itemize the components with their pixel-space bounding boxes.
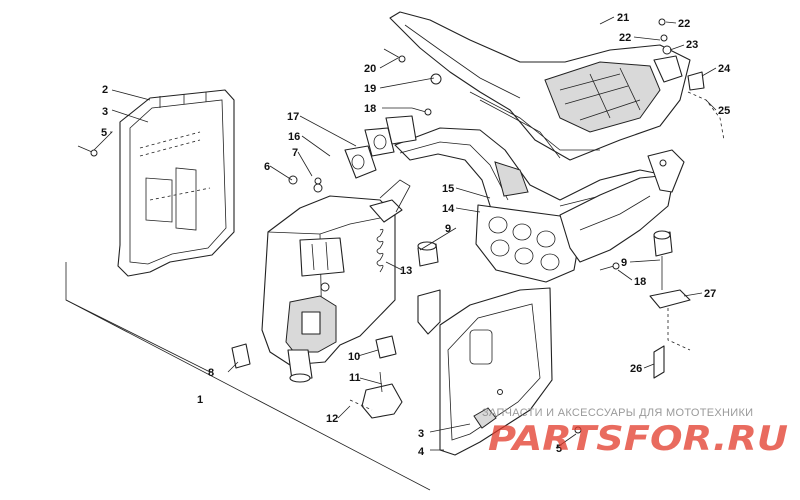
callout-11: 11 bbox=[349, 372, 361, 384]
callout-2: 2 bbox=[102, 84, 108, 96]
callout-12: 12 bbox=[326, 413, 338, 425]
grommet-10 bbox=[375, 335, 397, 359]
rubber-mount-9 bbox=[417, 241, 441, 335]
watermark: ЗАПЧАСТИ И АКСЕССУАРЫ ДЛЯ МОТОТЕХНИКИ PA… bbox=[482, 407, 788, 459]
callout-9: 9 bbox=[621, 257, 627, 269]
callout-22: 22 bbox=[678, 18, 690, 30]
leader-lines bbox=[65, 16, 717, 491]
bracket-26 bbox=[653, 345, 665, 379]
callout-19: 19 bbox=[364, 83, 376, 95]
callout-1: 1 bbox=[197, 394, 203, 406]
callout-5: 5 bbox=[556, 443, 562, 455]
callout-18: 18 bbox=[634, 276, 646, 288]
callout-24: 24 bbox=[718, 63, 731, 75]
callout-4: 4 bbox=[418, 446, 425, 458]
callout-22: 22 bbox=[619, 32, 631, 44]
callout-8: 8 bbox=[208, 367, 214, 379]
callout-23: 23 bbox=[686, 39, 698, 51]
callout-5: 5 bbox=[101, 127, 107, 139]
callout-27: 27 bbox=[704, 288, 716, 300]
callout-7: 7 bbox=[292, 147, 298, 159]
callout-20: 20 bbox=[364, 63, 376, 75]
bracket-27 bbox=[649, 289, 691, 351]
callout-17: 17 bbox=[287, 111, 299, 123]
callout-3: 3 bbox=[102, 106, 108, 118]
callout-26: 26 bbox=[630, 363, 642, 375]
callout-10: 10 bbox=[348, 351, 360, 363]
clip-24 bbox=[687, 71, 705, 91]
muffler bbox=[261, 179, 411, 383]
watermark-tagline: ЗАПЧАСТИ И АКСЕССУАРЫ ДЛЯ МОТОТЕХНИКИ bbox=[482, 407, 753, 419]
exhaust-manifold bbox=[559, 149, 685, 263]
callout-25: 25 bbox=[718, 105, 730, 117]
callout-14: 14 bbox=[442, 203, 455, 215]
spring bbox=[376, 228, 384, 273]
callout-16: 16 bbox=[288, 131, 300, 143]
hose-12 bbox=[349, 399, 373, 411]
callout-numbers: 1 2 3 3 4 5 5 6 7 8 9 9 10 11 12 13 14 1… bbox=[101, 12, 731, 458]
gasket-16-17 bbox=[344, 115, 417, 179]
callout-6: 6 bbox=[264, 161, 270, 173]
heat-shield-upper bbox=[117, 89, 235, 277]
callout-3: 3 bbox=[418, 428, 424, 440]
callout-21: 21 bbox=[617, 12, 629, 24]
rubber-mount-9b bbox=[653, 230, 673, 290]
bolts bbox=[77, 18, 672, 434]
callout-9: 9 bbox=[445, 223, 451, 235]
callout-15: 15 bbox=[442, 183, 454, 195]
mount-bracket-11 bbox=[361, 371, 403, 419]
exhaust-duct bbox=[389, 11, 725, 161]
heat-shield-lower bbox=[439, 287, 553, 456]
clip-8 bbox=[231, 343, 251, 369]
callout-18: 18 bbox=[364, 103, 376, 115]
callout-13: 13 bbox=[400, 265, 412, 277]
watermark-logo: PARTSFOR.RU bbox=[488, 419, 788, 459]
